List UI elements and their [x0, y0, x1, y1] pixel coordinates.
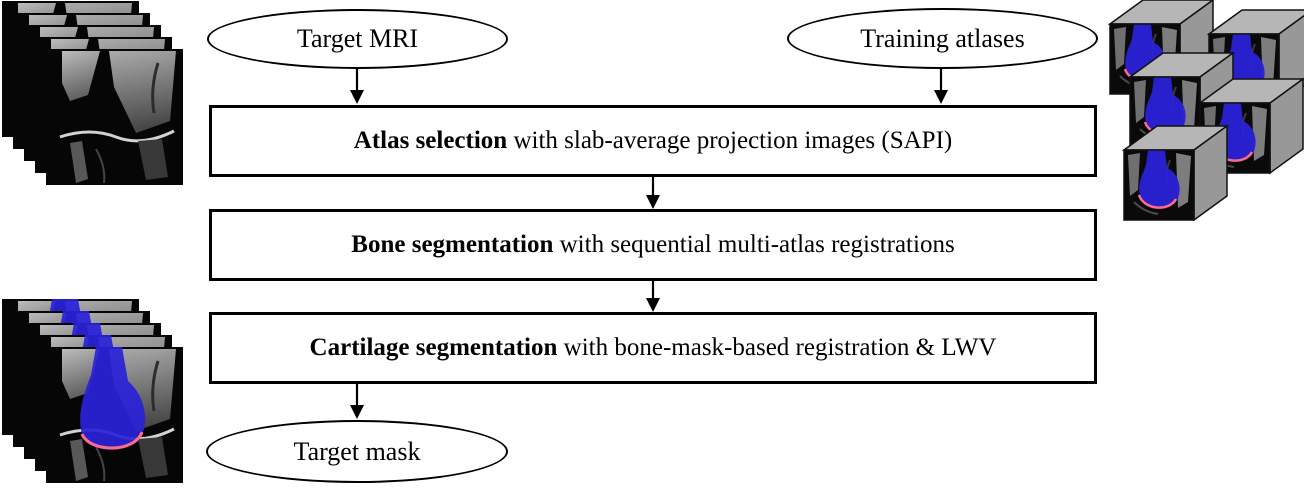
- mri-slice-stack-icon: [0, 0, 185, 187]
- arrow-target-mri-to-atlas-selection: [350, 68, 364, 104]
- atlas-cube: [1122, 124, 1229, 222]
- node-target-mri-label: Target MRI: [296, 24, 419, 53]
- arrow-training-atlases-to-atlas-selection: [934, 68, 948, 104]
- atlas-volume-cubes-icon: [1108, 0, 1304, 222]
- step-bone-segmentation: Bone segmentation with sequential multi-…: [209, 209, 1097, 281]
- step-cartilage-segmentation-label: Cartilage segmentation with bone-mask-ba…: [309, 334, 997, 362]
- arrow-bone-segmentation-to-cartilage-segmentation: [646, 281, 660, 312]
- masked-mri-slice-stack-icon: [0, 298, 190, 488]
- arrow-atlas-selection-to-bone-segmentation: [646, 177, 660, 209]
- mri-slice: [44, 47, 185, 187]
- step-atlas-selection: Atlas selection with slab-average projec…: [209, 105, 1097, 177]
- masked-mri-slice: [46, 347, 183, 483]
- step-cartilage-segmentation: Cartilage segmentation with bone-mask-ba…: [209, 312, 1097, 384]
- arrow-cartilage-segmentation-to-target-mask: [350, 384, 364, 419]
- step-bone-segmentation-label: Bone segmentation with sequential multi-…: [351, 231, 955, 259]
- node-target-mask: Target mask: [206, 420, 508, 483]
- step-atlas-selection-label: Atlas selection with slab-average projec…: [353, 127, 953, 155]
- node-training-atlases-label: Training atlases: [860, 23, 1025, 53]
- node-target-mask-label: Target mask: [293, 436, 421, 466]
- node-target-mri: Target MRI: [207, 9, 508, 69]
- node-training-atlases: Training atlases: [787, 8, 1098, 69]
